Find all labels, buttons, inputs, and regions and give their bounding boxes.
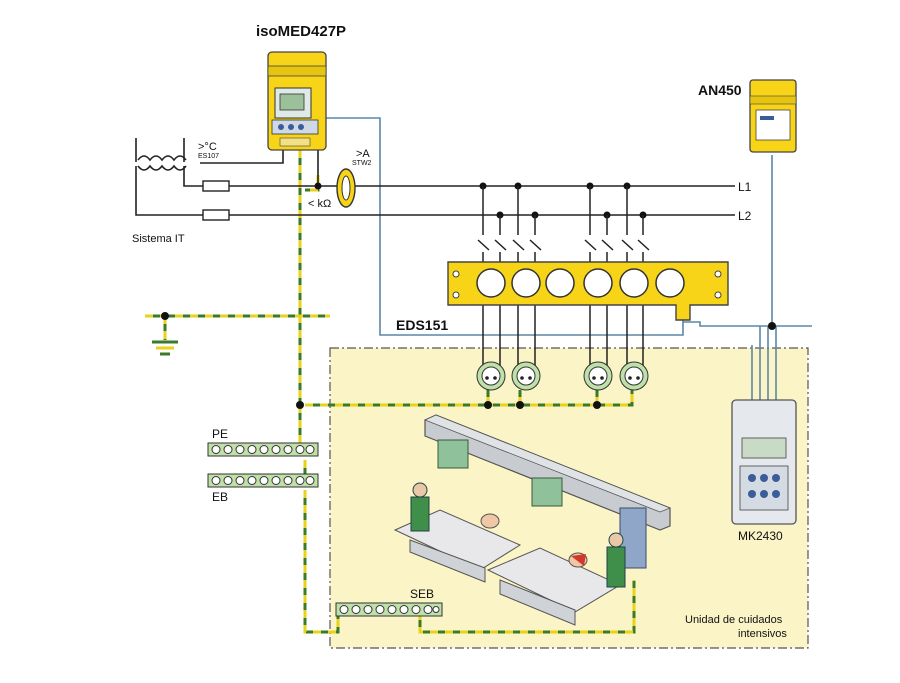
seb-label: SEB bbox=[410, 587, 434, 601]
eb-busbar bbox=[207, 473, 319, 488]
socket-icon bbox=[583, 361, 613, 391]
an450-label: AN450 bbox=[698, 82, 742, 98]
pe-busbar bbox=[207, 442, 319, 457]
socket-icon bbox=[476, 361, 506, 391]
mk2430-label: MK2430 bbox=[738, 529, 783, 543]
fuse-icons bbox=[202, 180, 230, 221]
eds151-label: EDS151 bbox=[396, 317, 448, 333]
l2-label: L2 bbox=[738, 209, 752, 223]
transformer-icon bbox=[135, 138, 205, 216]
isomed-label: isoMED427P bbox=[256, 23, 346, 40]
l1-label: L1 bbox=[738, 180, 752, 194]
es107-label: ES107 bbox=[198, 153, 219, 160]
power-lines bbox=[200, 150, 735, 216]
current-transformer-icon bbox=[336, 168, 356, 208]
socket-outlets bbox=[476, 361, 649, 391]
eb-label: EB bbox=[212, 490, 228, 504]
stw2-label: STW2 bbox=[352, 160, 372, 167]
it-system-label: Sistema IT bbox=[132, 233, 185, 245]
isomed-device bbox=[267, 51, 327, 151]
area-label-line2: intensivos bbox=[738, 628, 787, 640]
icu-illustration bbox=[393, 414, 672, 626]
socket-icon bbox=[511, 361, 541, 391]
area-label-line1: Unidad de cuidados bbox=[685, 614, 783, 626]
eds151-device bbox=[447, 261, 729, 321]
ground-lines bbox=[145, 150, 636, 634]
pe-label: PE bbox=[212, 427, 228, 441]
data-bus-lines bbox=[322, 117, 812, 400]
socket-icon bbox=[619, 361, 649, 391]
nurse-figure bbox=[410, 482, 430, 532]
seb-busbar bbox=[335, 602, 443, 617]
earth-ground-icon bbox=[152, 340, 178, 356]
doctor-figure bbox=[606, 532, 626, 588]
current-label: >A bbox=[356, 148, 370, 160]
kohm-label: < kΩ bbox=[308, 198, 331, 210]
temp-label: >°C bbox=[198, 141, 217, 153]
mk2430-device bbox=[731, 399, 797, 525]
an450-device bbox=[749, 79, 797, 153]
